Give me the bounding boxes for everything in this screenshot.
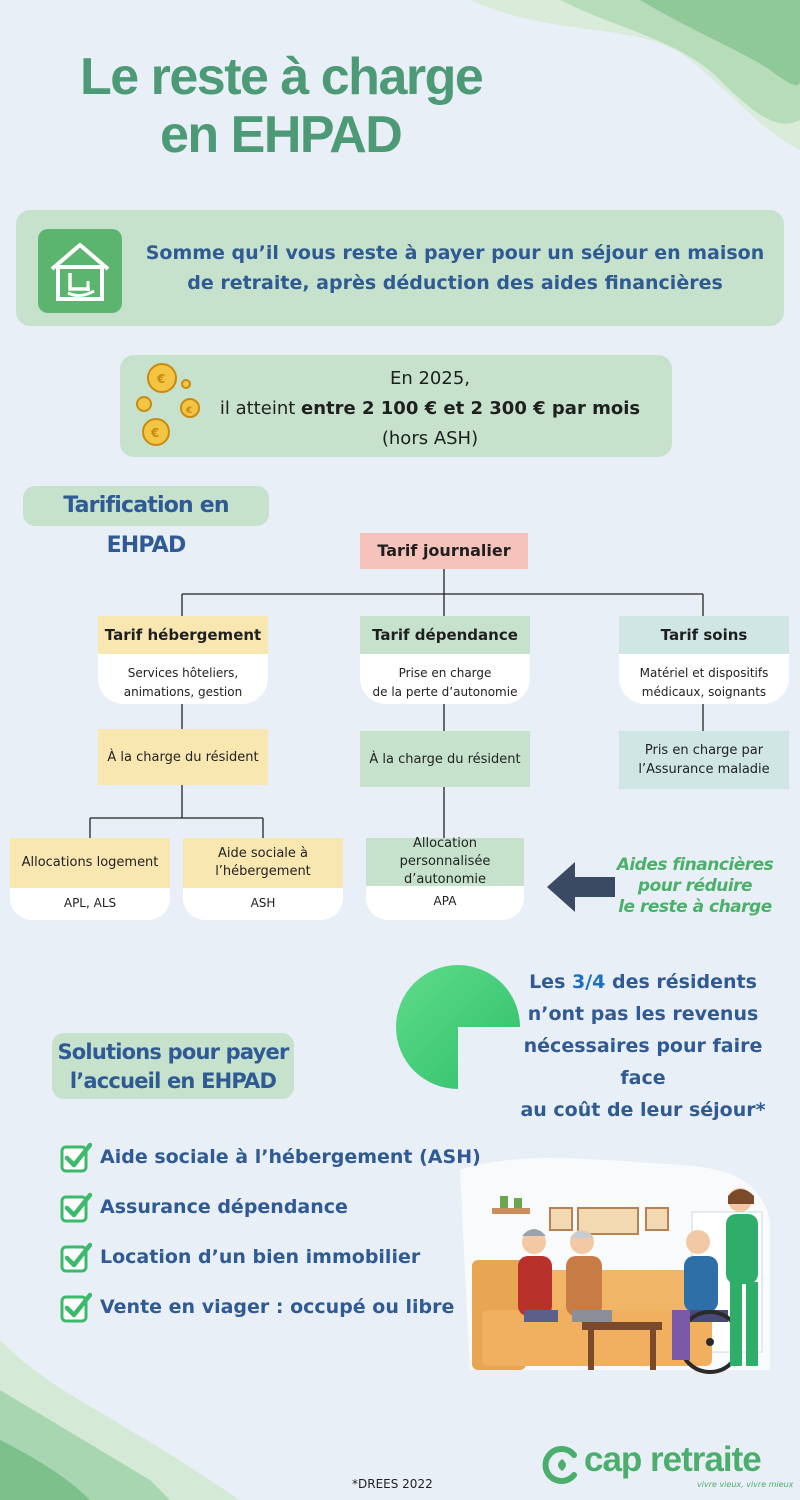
soins-charge-node: Pris en charge par l’Assurance maladie [619, 731, 789, 789]
elderly-residents-illustration [472, 1188, 763, 1374]
svg-text:€: € [185, 406, 192, 416]
tarif-soins-title: Tarif soins [619, 616, 789, 654]
solution-item: Vente en viager : occupé ou libre [60, 1290, 454, 1324]
desc-line: animations, gestion [123, 685, 243, 699]
stat-line-1-rest: des résidents [605, 971, 757, 993]
coins-icon: € € € [136, 363, 200, 446]
house-rocking-chair-icon [38, 229, 122, 313]
aid-allocations-logement: Allocations logement [10, 838, 170, 888]
cost-line-1: En 2025, [389, 368, 471, 389]
tarif-soins-description: Matériel et dispositifs médicaux, soigna… [619, 654, 789, 704]
solution-label: Assurance dépendance [100, 1196, 348, 1218]
aid-aide-sociale-footer: ASH [183, 888, 343, 920]
desc-line: de la perte d’autonomie [372, 685, 518, 699]
stat-line-1: Les 3/4 des résidents [500, 966, 786, 998]
aid-apa-footer: APA [366, 886, 524, 920]
checkbox-icon [60, 1142, 92, 1173]
pie-slice-three-quarters [396, 965, 520, 1089]
cost-range: entre 2 100 € et 2 300 € par mois [301, 398, 641, 419]
desc-line: médicaux, soignants [641, 685, 767, 699]
charge-line: l’Assurance maladie [638, 762, 770, 777]
left-arrow-icon [547, 862, 615, 912]
charge-line: Pris en charge par [644, 743, 764, 758]
aid-allocations-logement-footer: APL, ALS [10, 888, 170, 920]
pie-chart-icon [396, 965, 520, 1089]
title-line-2: en EHPAD [160, 106, 403, 164]
aid-aide-sociale: Aide sociale à l’hébergement [183, 838, 343, 888]
cost-prefix: il atteint [219, 398, 302, 419]
solution-item: Aide sociale à l’hébergement (ASH) [60, 1140, 481, 1174]
solution-label: Location d’un bien immobilier [100, 1246, 421, 1268]
aid-line: l’hébergement [215, 864, 311, 879]
stat-line-2: n’ont pas les revenus [527, 1003, 759, 1025]
hebergement-charge-node: À la charge du résident [98, 729, 268, 785]
title-line-1: Le reste à charge [80, 48, 484, 106]
stat-prefix: Les [529, 971, 572, 993]
aid-apa: Allocation personnalisée d’autonomie [366, 836, 524, 887]
svg-text:€: € [156, 372, 165, 386]
solution-item: Assurance dépendance [60, 1190, 348, 1224]
stat-line-4: au coût de leur séjour* [520, 1099, 766, 1121]
desc-line: Services hôteliers, [127, 666, 239, 680]
page-title: Le reste à charge en EHPAD [80, 48, 600, 164]
solutions-heading-line: l’accueil en EHPAD [69, 1069, 277, 1093]
stat-line-3: nécessaires pour faire face [523, 1035, 763, 1089]
dependance-charge-node: À la charge du résident [360, 731, 530, 787]
stat-highlight: 3/4 [572, 971, 606, 993]
checkbox-icon [60, 1192, 92, 1223]
tarif-dependance-description: Prise en charge de la perte d’autonomie [360, 654, 530, 704]
aid-line: d’autonomie [403, 872, 487, 887]
svg-text:€: € [150, 426, 159, 440]
definition-box [16, 210, 784, 326]
aid-line: Allocations logement [21, 855, 159, 870]
cost-text: En 2025, il atteint entre 2 100 € et 2 3… [210, 364, 650, 454]
source-note: *DREES 2022 [352, 1477, 433, 1491]
checkbox-icon [60, 1242, 92, 1273]
tarification-heading: Tarification en EHPAD [23, 486, 269, 558]
tarif-dependance-title: Tarif dépendance [360, 616, 530, 654]
tarif-hebergement-title: Tarif hébergement [98, 616, 268, 654]
desc-line: Matériel et dispositifs [639, 666, 769, 680]
cost-line-3: (hors ASH) [381, 428, 479, 449]
solution-item: Location d’un bien immobilier [60, 1240, 420, 1274]
desc-line: Prise en charge [398, 666, 492, 680]
brand-name: cap retraite [584, 1440, 762, 1479]
aids-note: Aides financières pour réduire le reste … [600, 855, 790, 918]
tarif-journalier-node: Tarif journalier [360, 533, 528, 569]
solutions-heading-line: Solutions pour payer [57, 1040, 289, 1064]
brand-tagline: vivre vieux, vivre mieux [697, 1480, 794, 1489]
aids-note-line: le reste à charge [618, 897, 772, 917]
checkbox-icon [60, 1292, 92, 1323]
tarif-hebergement-description: Services hôteliers, animations, gestion [98, 654, 268, 704]
aids-note-line: pour réduire [637, 876, 753, 896]
solution-label: Vente en viager : occupé ou libre [100, 1296, 455, 1318]
cost-box [120, 355, 672, 457]
statistic-text: Les 3/4 des résidents n’ont pas les reve… [500, 966, 786, 1126]
solutions-heading: Solutions pour payer l’accueil en EHPAD [52, 1033, 294, 1099]
aids-note-line: Aides financières [616, 855, 774, 875]
cost-line-2: il atteint entre 2 100 € et 2 300 € par … [210, 394, 650, 424]
cap-retraite-logo-icon [542, 1446, 577, 1484]
solution-label: Aide sociale à l’hébergement (ASH) [100, 1146, 481, 1168]
definition-text: Somme qu’il vous reste à payer pour un s… [145, 242, 765, 294]
aid-line: Aide sociale à [217, 846, 309, 861]
aid-line: Allocation personnalisée [399, 836, 491, 869]
